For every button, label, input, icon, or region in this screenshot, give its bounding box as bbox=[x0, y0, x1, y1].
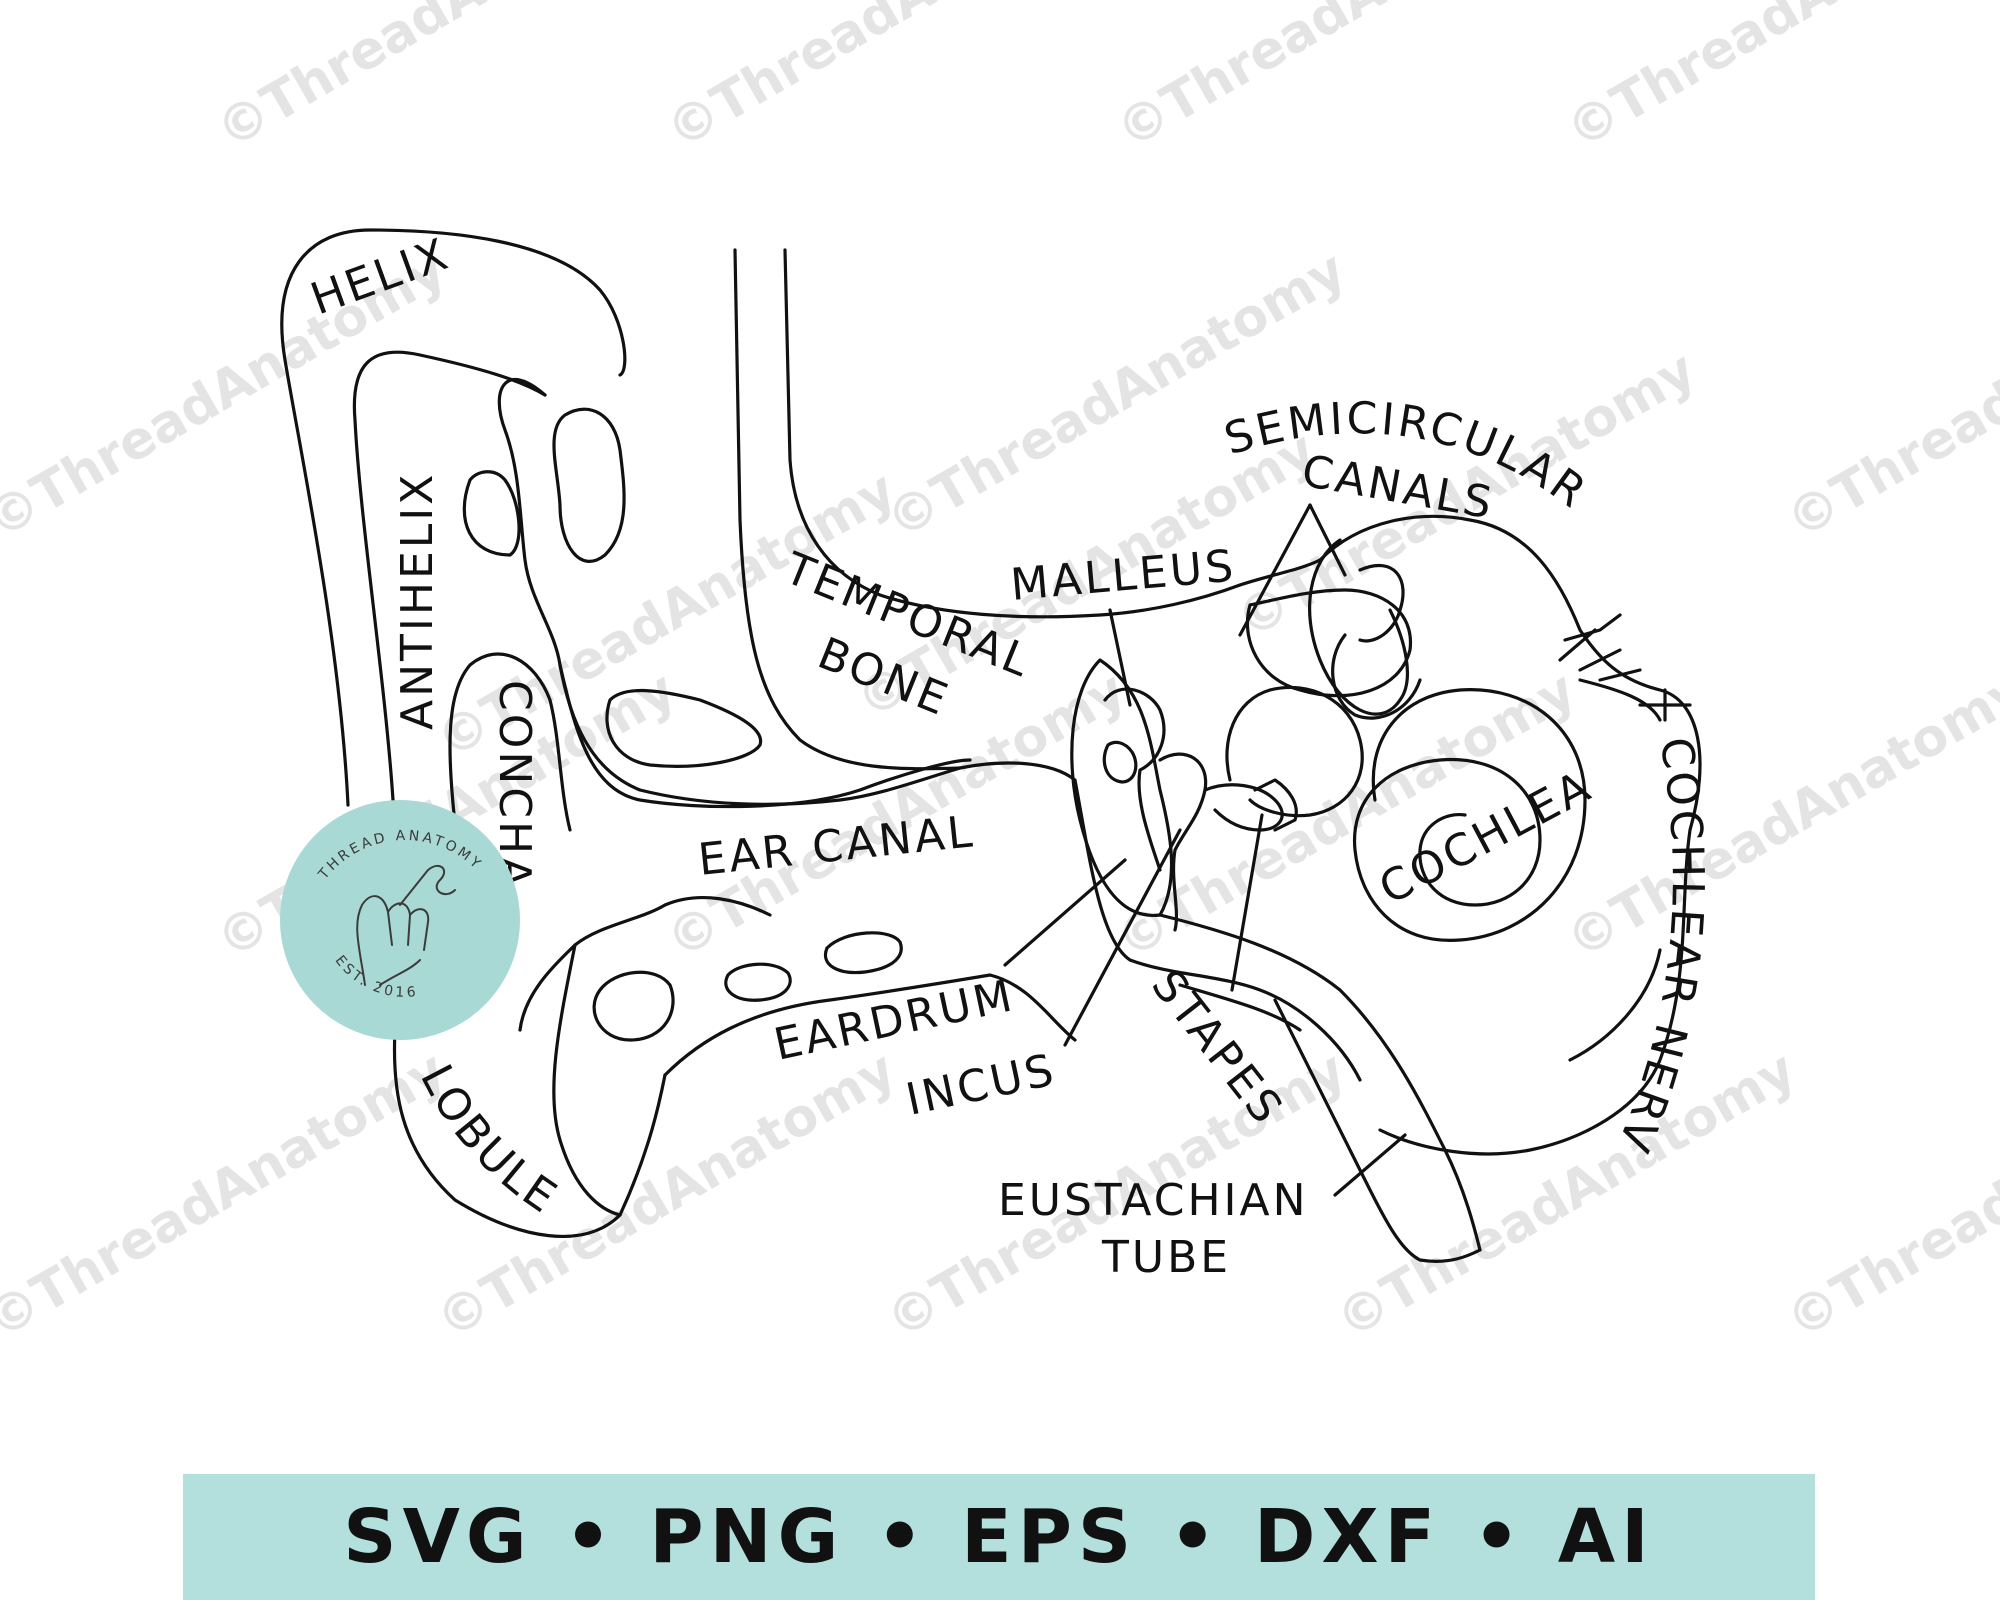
vestibule-outline bbox=[1225, 685, 1364, 818]
triangular-fossa bbox=[462, 470, 521, 557]
middle-ear-drawing bbox=[958, 658, 1482, 1263]
hand-needle-icon bbox=[356, 864, 456, 986]
thread-anatomy-logo: THREAD ANATOMY EST. 2016 bbox=[280, 800, 520, 1040]
stapes-footplate bbox=[1253, 778, 1298, 832]
label-lobule: LOBULE bbox=[410, 1057, 567, 1225]
cartilage-oval-1 bbox=[592, 970, 675, 1042]
concha-outline bbox=[448, 652, 572, 872]
leader-eardrum bbox=[1003, 858, 1127, 967]
logo-circle bbox=[280, 800, 520, 1040]
cartilage-oval-3 bbox=[823, 931, 903, 975]
label-lobule-path: LOBULE bbox=[410, 1057, 564, 1225]
cartilage-oval-2 bbox=[724, 962, 792, 1002]
semicircular-canal-2 bbox=[1308, 538, 1409, 716]
canal-lower-wall bbox=[663, 973, 1077, 1077]
watermark-text: ©ThreadAnatomy bbox=[207, 0, 686, 161]
leader-incus bbox=[1063, 828, 1182, 1047]
watermark-text: ©ThreadAnatomy bbox=[877, 240, 1356, 551]
watermark-text: ©ThreadAnatomy bbox=[1777, 1040, 2000, 1351]
semicircular-canal-4 bbox=[1331, 633, 1422, 720]
semicircular-canal-3 bbox=[1358, 563, 1405, 643]
file-format-banner: SVG • PNG • EPS • DXF • AI bbox=[183, 1474, 1815, 1600]
leader-semicircular-1 bbox=[1238, 503, 1312, 637]
middle-ear-cavity bbox=[958, 761, 1362, 1082]
watermark-text: ©ThreadAnatomy bbox=[1777, 240, 2000, 551]
eustachian-tube-floor bbox=[1178, 983, 1302, 1032]
temporal-bone-top bbox=[1238, 558, 1322, 587]
watermark-text: ©ThreadAnatomy bbox=[1107, 0, 1586, 161]
file-format-list: SVG • PNG • EPS • DXF • AI bbox=[343, 1494, 1655, 1580]
watermark-text: ©ThreadAnatomy bbox=[427, 1040, 906, 1351]
cochlea-spiral bbox=[1352, 688, 1587, 942]
malleus-head bbox=[1102, 740, 1138, 784]
leader-malleus bbox=[1108, 608, 1132, 707]
malleus-outline bbox=[1103, 687, 1166, 872]
label-tube: TUBE bbox=[1101, 1232, 1231, 1283]
temporal-bone-left bbox=[733, 248, 962, 771]
lobule-inner bbox=[552, 943, 622, 1217]
label-eustachian: EUSTACHIAN bbox=[998, 1175, 1309, 1226]
nerve-fibers bbox=[1558, 628, 1642, 682]
cochlear-nerve-outline bbox=[1563, 613, 1662, 1062]
watermark-text: ©ThreadAnatomy bbox=[1327, 1040, 1806, 1351]
tragus-outline bbox=[558, 663, 972, 809]
inner-ear-drawing bbox=[1225, 514, 1702, 1156]
antitragus-outline bbox=[518, 895, 772, 1032]
canal-upper-wall bbox=[558, 663, 962, 806]
watermark-text: ©ThreadAnatomy bbox=[1557, 660, 2000, 971]
leader-lines bbox=[1003, 503, 1692, 1197]
label-antihelix: ANTIHELIX bbox=[392, 472, 443, 730]
label-eardrum: EARDRUM bbox=[770, 970, 1019, 1071]
helix-outline bbox=[280, 228, 627, 807]
watermark-text: ©ThreadAnatomy bbox=[0, 1040, 456, 1351]
temporal-bone-oval bbox=[605, 689, 763, 768]
scaphoid-fossa bbox=[552, 407, 626, 563]
leader-stapes bbox=[1230, 813, 1264, 992]
leader-semicircular-2 bbox=[1308, 503, 1347, 577]
label-incus: INCUS bbox=[902, 1044, 1061, 1125]
antihelix-outline bbox=[352, 350, 547, 802]
leader-eustachian bbox=[1333, 1133, 1407, 1197]
label-malleus: MALLEUS bbox=[1009, 540, 1239, 611]
antihelix-inner bbox=[497, 378, 562, 667]
incus-outline bbox=[1158, 752, 1208, 932]
eustachian-tube-upper bbox=[1158, 913, 1482, 1252]
eustachian-tube-lower bbox=[1273, 998, 1482, 1263]
temporal-bone-right bbox=[783, 248, 1242, 619]
watermark-text: ©ThreadAnatomy bbox=[657, 0, 1136, 161]
watermark-text: ©ThreadAnatomy bbox=[1557, 0, 2000, 161]
stapes-outline bbox=[1203, 783, 1284, 832]
labyrinth-outer bbox=[1318, 514, 1702, 1156]
canal-floor bbox=[618, 1073, 667, 1217]
